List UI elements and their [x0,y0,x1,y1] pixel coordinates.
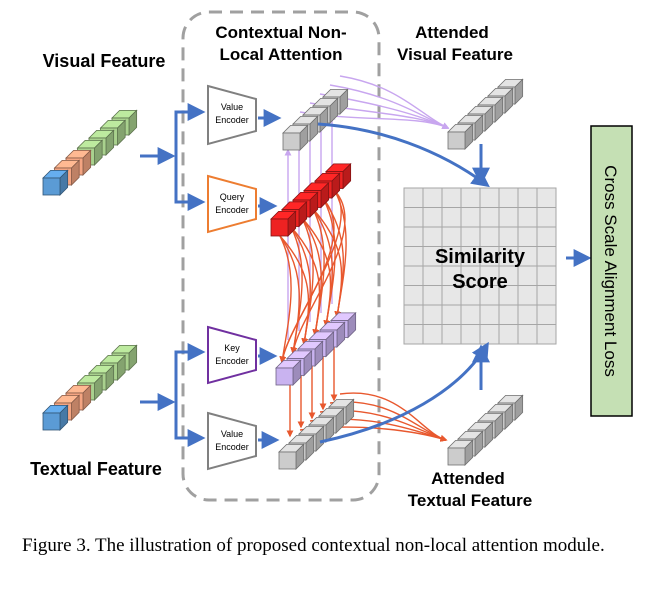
similarity-cell [460,226,481,247]
query-stack-cube [270,210,297,237]
similarity-cell [498,207,519,228]
similarity-cell [479,324,500,345]
similarity-cell [517,304,538,325]
visual-input-feature-stack [42,109,138,196]
visual-value-encoder: Value Encoder [207,84,257,146]
similarity-cell [403,207,424,228]
visual-input-feature-stack-cube [42,169,69,196]
similarity-cell [403,285,424,306]
similarity-cell [403,226,424,247]
textual-value-encoder: Value Encoder [207,411,257,471]
cross-scale-alignment-loss-box: Cross Scale Alignment Loss [590,125,633,417]
similarity-cell [517,265,538,286]
visual-value-encoder-label-2: Encoder [215,115,249,125]
similarity-cell [517,285,538,306]
similarity-cell [441,304,462,325]
visual-feature-label: Visual Feature [43,51,166,71]
similarity-arrows [317,122,592,444]
similarity-cell [441,187,462,208]
textual-value-stack [278,398,355,470]
similarity-cell [517,187,538,208]
visual-value-stack-cube [282,124,309,151]
attended-textual-stack-cube [447,439,474,466]
similarity-cell [536,246,557,267]
similarity-cell [536,324,557,345]
similarity-cell [498,304,519,325]
similarity-cell [422,226,443,247]
textual-value-stack-cube [278,443,305,470]
attended-visual-label-line2: Visual Feature [397,45,513,64]
feature-cube-stacks [42,78,524,470]
similarity-cell [403,324,424,345]
query-attention-lines [279,190,448,442]
key-encoder: Key Encoder [207,325,257,385]
similarity-cell [536,226,557,247]
visual-value-encoder-label-1: Value [221,102,243,112]
similarity-cell [422,304,443,325]
similarity-cell [498,226,519,247]
attended-visual-stack-cube [447,123,474,150]
similarity-cell [479,304,500,325]
textual-input-feature-stack-cube [42,404,69,431]
similarity-cell [422,265,443,286]
similarity-cell [536,304,557,325]
attended-textual-label-line2: Textual Feature [408,491,532,510]
similarity-score-grid: Similarity Score [403,187,557,345]
similarity-cell [517,324,538,345]
similarity-cell [441,207,462,228]
similarity-cell [498,324,519,345]
key-encoder-label-2: Encoder [215,356,249,366]
similarity-cell [460,187,481,208]
figure-caption: Figure 3. The illustration of proposed c… [22,535,605,556]
similarity-cell [460,304,481,325]
similarity-cell [460,207,481,228]
similarity-cell [403,187,424,208]
similarity-cell [517,226,538,247]
similarity-cell [403,265,424,286]
textual-value-encoder-label-2: Encoder [215,442,249,452]
similarity-cell [517,207,538,228]
textual-value-encoder-label-1: Value [221,429,243,439]
query-stack [270,162,352,237]
attended-textual-label-line1: Attended [431,469,505,488]
module-title-line1: Contextual Non- [215,23,346,42]
similarity-cell [498,187,519,208]
query-encoder-label-1: Query [220,192,245,202]
attended-textual-stack [447,394,524,466]
visual-value-stack [282,88,349,151]
key-stack-cube [275,359,302,386]
key-stack [275,311,357,386]
key-encoder-label-1: Key [224,343,240,353]
similarity-cell [536,265,557,286]
module-title-line2: Local Attention [219,45,342,64]
attended-visual-stack [447,78,524,150]
similarity-cell [536,207,557,228]
query-encoder: Query Encoder [207,174,257,234]
similarity-cell [422,187,443,208]
similarity-cell [403,246,424,267]
textual-feature-label: Textual Feature [30,459,162,479]
similarity-cell [479,226,500,247]
similarity-cell [536,187,557,208]
similarity-cell [422,285,443,306]
attended-visual-label-line1: Attended [415,23,489,42]
module-boundary [181,10,381,502]
input-arrows [140,103,282,449]
similarity-cell [403,304,424,325]
similarity-cell [441,226,462,247]
similarity-label-line2: Score [452,271,508,293]
query-encoder-label-2: Encoder [215,205,249,215]
similarity-cell [441,324,462,345]
similarity-cell [536,285,557,306]
textual-input-feature-stack [42,344,138,431]
similarity-label-line1: Similarity [435,246,526,268]
similarity-cell [460,324,481,345]
similarity-cell [479,187,500,208]
similarity-cell [422,324,443,345]
similarity-cell [422,207,443,228]
similarity-cell [479,207,500,228]
loss-label: Cross Scale Alignment Loss [601,165,620,377]
